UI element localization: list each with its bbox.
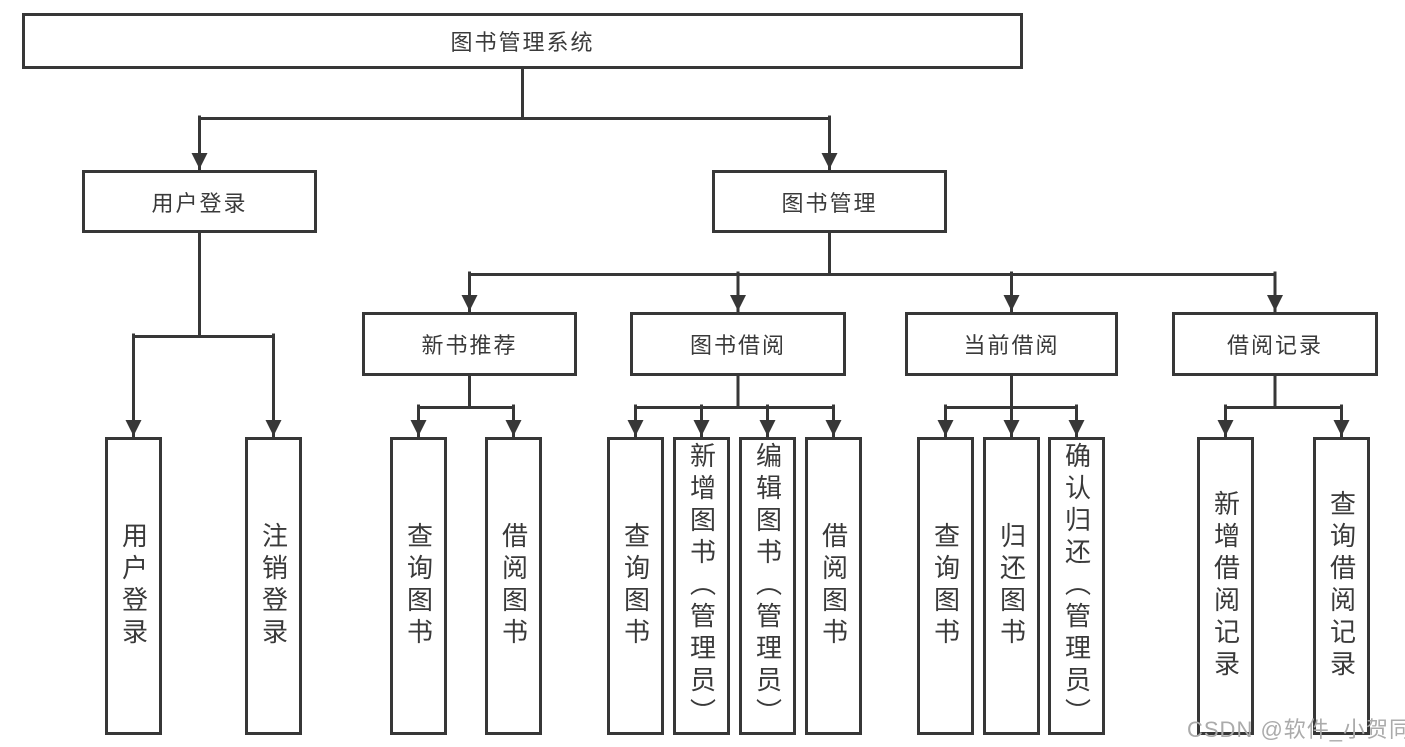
node-user-login: 用户登录 xyxy=(82,170,317,233)
node-label: 图书管理 xyxy=(781,190,878,216)
node-label: 查询借阅记录 xyxy=(1326,490,1357,682)
node-label: 用户登录 xyxy=(151,190,248,216)
node-label: 编辑图书（管理员） xyxy=(752,442,783,730)
node-library-management-system: 图书管理系统 xyxy=(22,13,1023,69)
node-label: 借阅图书 xyxy=(498,522,529,650)
leaf-query-books: 查询图书 xyxy=(917,437,974,735)
node-label: 新增图书（管理员） xyxy=(686,442,717,730)
csdn-watermark: CSDN @软件_小贺同学 xyxy=(1187,717,1405,742)
leaf-add-borrow-record: 新增借阅记录 xyxy=(1197,437,1254,735)
node-book-borrowing: 图书借阅 xyxy=(630,312,846,376)
node-label: 当前借阅 xyxy=(963,333,1060,358)
node-label: 查询图书 xyxy=(620,522,651,650)
node-label: 用户登录 xyxy=(118,522,149,650)
leaf-query-borrow-record: 查询借阅记录 xyxy=(1313,437,1370,735)
leaf-query-books: 查询图书 xyxy=(390,437,447,735)
node-label: 查询图书 xyxy=(930,522,961,650)
node-label: 借阅记录 xyxy=(1226,333,1323,358)
node-label: 图书借阅 xyxy=(689,333,786,358)
node-label: 归还图书 xyxy=(996,522,1027,650)
node-label: 注销登录 xyxy=(258,522,289,650)
node-borrowing-records: 借阅记录 xyxy=(1172,312,1378,376)
leaf-logout: 注销登录 xyxy=(245,437,302,735)
node-new-book-recommendation: 新书推荐 xyxy=(362,312,577,376)
node-label: 图书管理系统 xyxy=(450,30,595,55)
leaf-borrow-books: 借阅图书 xyxy=(805,437,862,735)
node-book-management: 图书管理 xyxy=(712,170,947,233)
leaf-user-login: 用户登录 xyxy=(105,437,162,735)
leaf-query-books: 查询图书 xyxy=(607,437,664,735)
node-current-borrowing: 当前借阅 xyxy=(905,312,1118,376)
node-label: 新增借阅记录 xyxy=(1210,490,1241,682)
leaf-edit-books-admin: 编辑图书（管理员） xyxy=(739,437,796,735)
leaf-return-books: 归还图书 xyxy=(983,437,1040,735)
node-label: 确认归还（管理员） xyxy=(1061,442,1092,730)
node-label: 新书推荐 xyxy=(421,333,518,358)
node-label: 借阅图书 xyxy=(818,522,849,650)
node-label: 查询图书 xyxy=(403,522,434,650)
leaf-borrow-books: 借阅图书 xyxy=(485,437,542,735)
leaf-add-books-admin: 新增图书（管理员） xyxy=(673,437,730,735)
leaf-confirm-return-admin: 确认归还（管理员） xyxy=(1048,437,1105,735)
